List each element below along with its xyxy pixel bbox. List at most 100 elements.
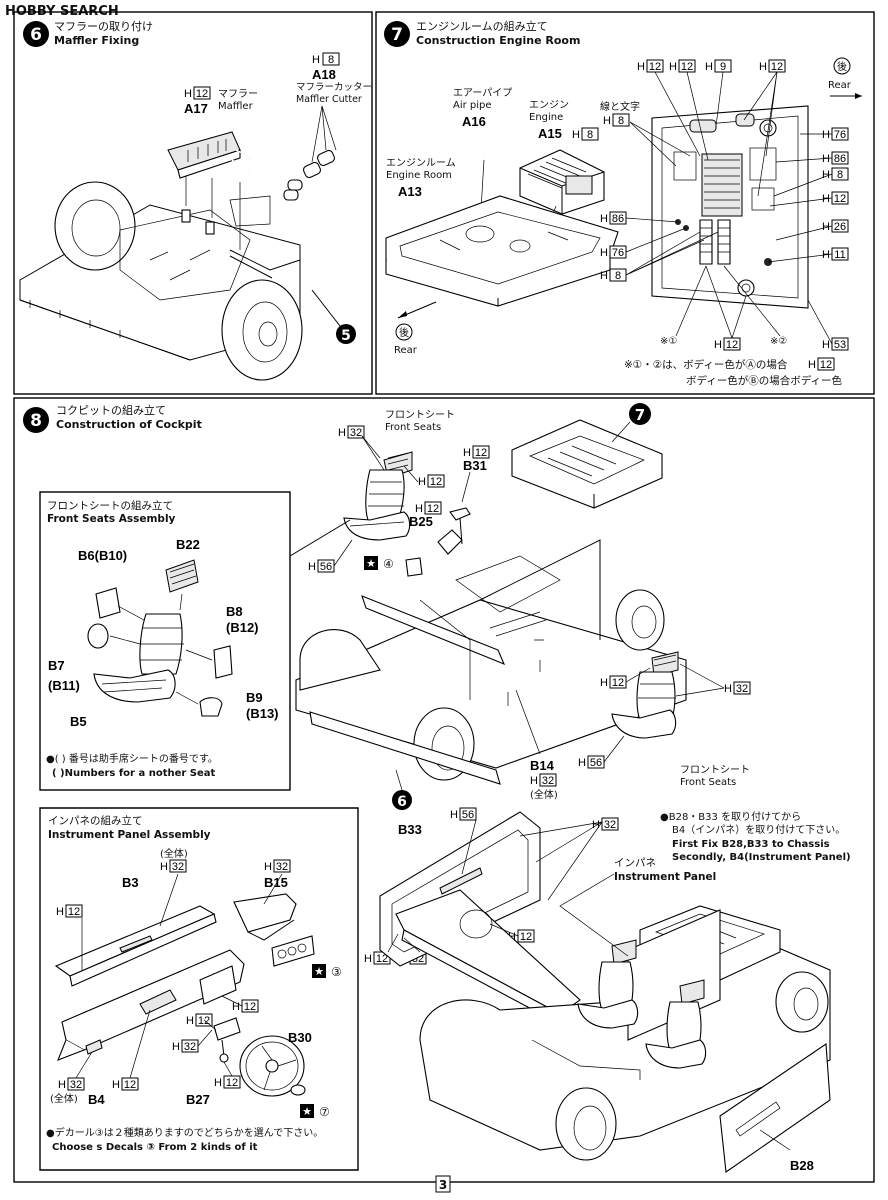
ref7-leader [611,421,631,443]
svg-text:9: 9 [720,61,726,73]
engine-h-prefix: H [572,129,580,141]
svg-text:H: H [822,221,830,233]
b25-color: 12 [427,503,439,515]
seat-part-b9: B9 [246,690,263,705]
seat-part-b7: B7 [48,658,65,673]
final-panel-jp: インパネ [614,857,656,869]
decal4-sticker [405,557,423,577]
ip-part-b15: B15 [264,875,288,890]
front-seat-right-drawing [611,651,679,739]
svg-text:H: H [600,213,608,225]
chassis-rear-drawing [19,176,303,381]
muffler-color-box [193,86,211,100]
cutter-h-prefix: H [312,54,320,66]
b25-part: B25 [409,514,433,529]
final-note-en1: First Fix B28,B33 to Chassis [672,839,830,850]
seat-part-b6: B6(B10) [78,548,127,563]
final-note-en2: Secondly, B4(Instrument Panel) [672,852,851,863]
seat-right-leaders [603,663,725,763]
dashboard-drawing [54,873,315,1097]
engine-module-drawing [511,419,663,509]
final-h56: 56 [462,809,474,821]
step6-badge [23,21,49,47]
decal7-label: ⑦ [319,1105,330,1119]
b31-color: 12 [475,447,487,459]
cutter-jp: マフラーカッター [296,82,372,93]
ip-part-b3: B3 [122,875,139,890]
b4-zentai: (全体) [50,1092,78,1105]
seat-part-b12: (B12) [226,620,259,635]
final-h12a: 12 [520,931,532,943]
step6-frame [13,11,373,395]
engine-room-jp: エンジンルーム [386,157,456,169]
svg-text:H: H [822,169,830,181]
rear-arrow-right-head [855,93,862,99]
final-assembly-drawing [379,811,831,1173]
front-seats-jp-right: フロントシート [680,765,750,776]
svg-text:H: H [160,861,168,873]
svg-text:26: 26 [834,221,846,233]
engine-part: A15 [538,126,562,141]
cutter-color-box [322,52,340,66]
step6-ref-number: 5 [341,328,351,344]
svg-text:H: H [637,61,645,73]
seat-part-b8: B8 [226,604,243,619]
step7-note-line1: ※①・②は、ボディー色がⒶの場合 [624,358,788,371]
svg-text:H: H [578,757,586,769]
page-number-box [435,1175,451,1193]
instrument-assembly-box [39,807,359,1171]
final-h32: 32 [604,819,616,831]
ip-color-a: 32 [172,861,184,873]
svg-text:53: 53 [834,339,846,351]
air-pipe-en: Air pipe [453,100,492,111]
svg-text:12: 12 [834,193,846,205]
svg-text:12: 12 [649,61,661,73]
ip-color-g: 32 [70,1079,82,1091]
seat-assembly-box [39,491,291,791]
rear-badge-right [833,57,851,75]
svg-text:H: H [112,1079,120,1091]
ip-part-b4: B4 [88,1092,105,1107]
svg-text:H: H [822,153,830,165]
page-number: 3 [439,1178,447,1192]
step8-title-jp: コクピットの組み立て [56,403,166,417]
svg-text:12: 12 [726,339,738,351]
svg-text:H: H [338,427,346,439]
svg-text:H: H [450,809,458,821]
svg-text:12: 12 [681,61,693,73]
seat-note-jp: ●( ) 番号は助手席シートの番号です。 [46,752,218,765]
ref6-leader [395,769,403,791]
front-seat-top-drawing [343,451,413,541]
svg-text:H: H [56,906,64,918]
svg-text:76: 76 [834,129,846,141]
seat-right-color-c: 56 [590,757,602,769]
svg-text:H: H [600,270,608,282]
instrument-title-jp: インパネの組み立て [48,814,143,827]
svg-text:H: H [415,503,423,515]
note-mark-1: ※① [660,336,677,347]
svg-text:H: H [58,1079,66,1091]
svg-text:H: H [705,61,713,73]
svg-text:H: H [759,61,767,73]
decal7-star: ★ [302,1105,312,1118]
muffler-en: Maffler [218,101,254,112]
svg-text:86: 86 [834,153,846,165]
engine-room-part: A13 [398,184,422,199]
b31-part: B31 [463,458,487,473]
step7-title-jp: エンジンルームの組み立て [416,19,548,33]
step8-badge [23,407,49,433]
muffler-h-prefix: H [184,88,192,100]
instrument-title-en: Instrument Panel Assembly [48,829,211,841]
step8-ref7-number: 7 [635,406,645,424]
svg-text:H: H [603,115,611,127]
svg-text:86: 86 [612,213,624,225]
svg-text:H: H [714,339,722,351]
seat-top-leaders [361,435,419,483]
rear-en-right: Rear [828,80,852,91]
air-pipe-jp: エアーパイプ [453,87,512,99]
final-b28: B28 [790,1158,814,1173]
step6-ref-badge [336,324,356,344]
lines-text-label: 線と文字 [600,100,640,113]
svg-text:H: H [600,247,608,259]
